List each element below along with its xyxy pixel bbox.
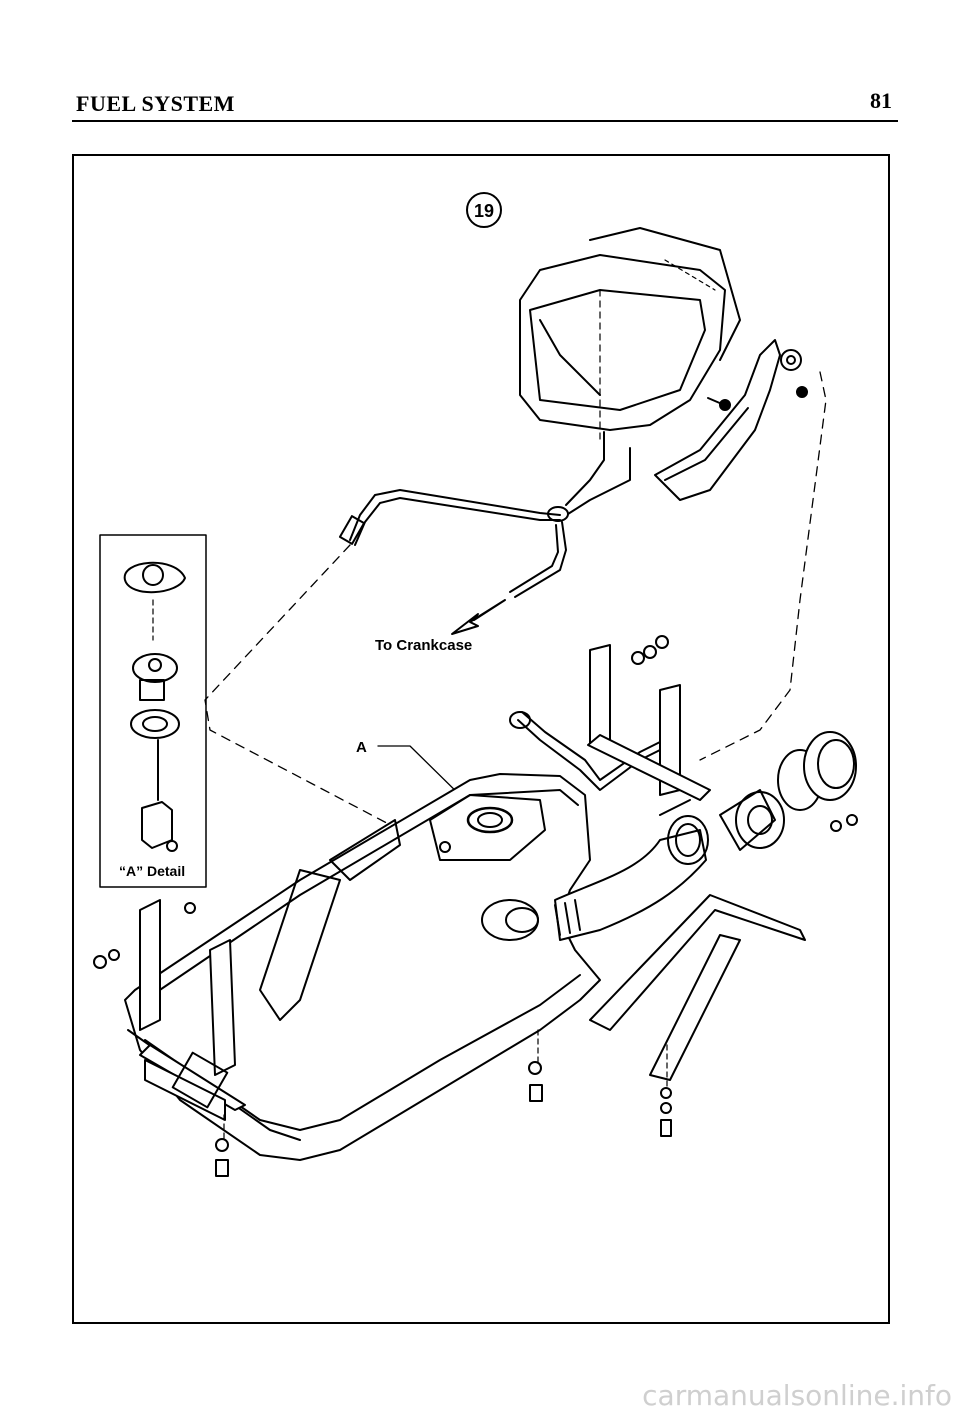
watermark: carmanualsonline.info	[642, 1379, 952, 1412]
breather-pipe	[509, 644, 711, 816]
filler-cap-assembly	[719, 731, 857, 851]
figure-frame	[72, 154, 890, 1324]
section-title: FUEL SYSTEM	[76, 91, 235, 116]
filler-neck-hose	[554, 815, 709, 941]
page-number: 81	[870, 88, 892, 113]
detail-marker-label: A	[356, 739, 367, 756]
header-rule	[72, 120, 898, 122]
tank-mount-brackets	[139, 899, 246, 1121]
fasteners	[93, 635, 858, 1177]
figure-number-circle	[466, 192, 502, 228]
vapor-hoses	[338, 431, 631, 598]
fuel-tank	[124, 773, 601, 1161]
a-detail-caption: “A” Detail	[119, 863, 185, 879]
to-crankcase-arrow	[451, 599, 506, 635]
charcoal-canister	[519, 227, 741, 441]
canister-bracket	[654, 339, 802, 501]
a-detail-box	[99, 534, 207, 888]
to-crankcase-label: To Crankcase	[375, 637, 472, 654]
figure-number: 19	[474, 201, 494, 221]
tank-strap	[589, 894, 806, 1081]
